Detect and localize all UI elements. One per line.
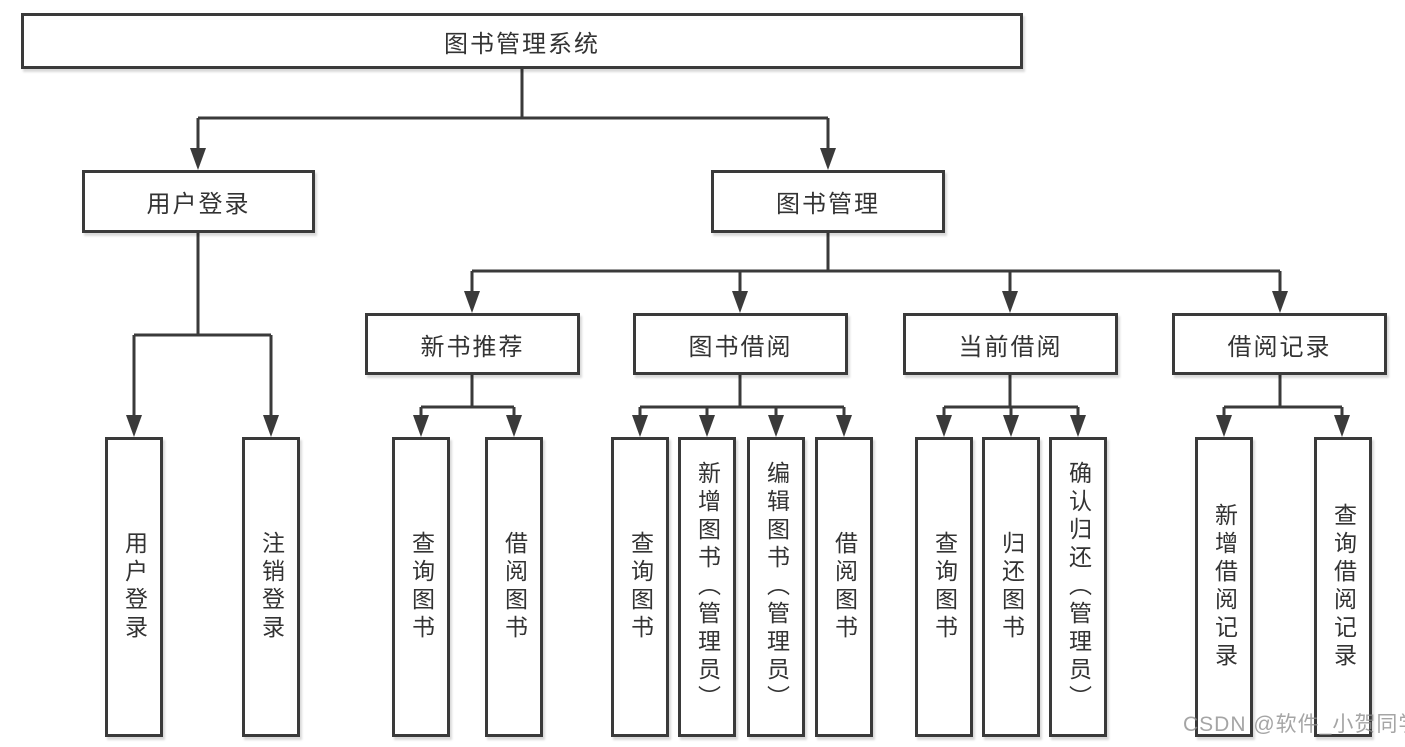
arrowhead <box>263 415 279 437</box>
arrowhead <box>820 148 836 170</box>
connector-root-stem <box>196 66 830 150</box>
node-current-borrowing: 当前借阅 <box>903 313 1118 375</box>
leaf-add-borrow-record: 新增借阅记录 <box>1195 437 1253 737</box>
leaf-query-books-current: 查询图书 <box>915 437 973 737</box>
connector-book-mgmt <box>470 230 1282 293</box>
arrowhead <box>1334 415 1350 437</box>
arrowhead <box>464 291 480 313</box>
arrowhead <box>1070 415 1086 437</box>
leaf-user-login: 用户登录 <box>105 437 163 737</box>
node-library-management-system: 图书管理系统 <box>21 13 1023 69</box>
node-user-login: 用户登录 <box>82 170 315 233</box>
node-book-management: 图书管理 <box>711 170 945 233</box>
leaf-confirm-return-admin: 确认归还（管理员） <box>1049 437 1107 737</box>
node-borrowing-records: 借阅记录 <box>1172 313 1387 375</box>
leaf-label: 编辑图书（管理员） <box>763 461 790 713</box>
leaf-borrow-books-recommend: 借阅图书 <box>485 437 543 737</box>
leaf-add-books-admin: 新增图书（管理员） <box>678 437 736 737</box>
leaf-query-borrow-record: 查询借阅记录 <box>1314 437 1372 737</box>
arrowhead <box>732 291 748 313</box>
leaf-logout: 注销登录 <box>242 437 300 737</box>
leaf-query-books-borrowing: 查询图书 <box>611 437 669 737</box>
connector-current-borrow <box>942 372 1080 418</box>
arrowhead <box>699 415 715 437</box>
arrowhead <box>190 148 206 170</box>
leaf-label: 借阅图书 <box>831 531 858 643</box>
csdn-watermark: CSDN @软件_小贺同学 <box>1183 713 1405 736</box>
arrowhead <box>836 415 852 437</box>
leaf-label: 注销登录 <box>258 531 285 643</box>
leaf-label: 新增借阅记录 <box>1211 503 1238 671</box>
arrowhead <box>126 415 142 437</box>
leaf-label: 查询图书 <box>931 531 958 643</box>
leaf-label: 查询借阅记录 <box>1330 503 1357 671</box>
leaf-label: 用户登录 <box>121 531 148 643</box>
leaf-query-books-recommend: 查询图书 <box>392 437 450 737</box>
leaf-label: 查询图书 <box>408 531 435 643</box>
node-new-book-recommend: 新书推荐 <box>365 313 580 375</box>
leaf-label: 确认归还（管理员） <box>1065 461 1092 713</box>
arrowhead <box>1002 291 1018 313</box>
leaf-label: 查询图书 <box>627 531 654 643</box>
leaf-label: 归还图书 <box>998 531 1025 643</box>
leaf-label: 借阅图书 <box>501 531 528 643</box>
arrowhead <box>632 415 648 437</box>
arrowhead <box>768 415 784 437</box>
connector-book-borrow <box>638 372 846 418</box>
leaf-return-books: 归还图书 <box>982 437 1040 737</box>
arrowhead <box>413 415 429 437</box>
connector-new-book <box>419 372 516 418</box>
arrowhead <box>506 415 522 437</box>
leaf-borrow-books: 借阅图书 <box>815 437 873 737</box>
arrowhead <box>1003 415 1019 437</box>
connector-borrow-records <box>1222 372 1344 418</box>
leaf-edit-books-admin: 编辑图书（管理员） <box>747 437 805 737</box>
arrowhead <box>936 415 952 437</box>
arrowhead <box>1272 291 1288 313</box>
node-book-borrowing: 图书借阅 <box>633 313 848 375</box>
arrowhead <box>1216 415 1232 437</box>
connector-user-login <box>132 230 273 417</box>
leaf-label: 新增图书（管理员） <box>694 461 721 713</box>
